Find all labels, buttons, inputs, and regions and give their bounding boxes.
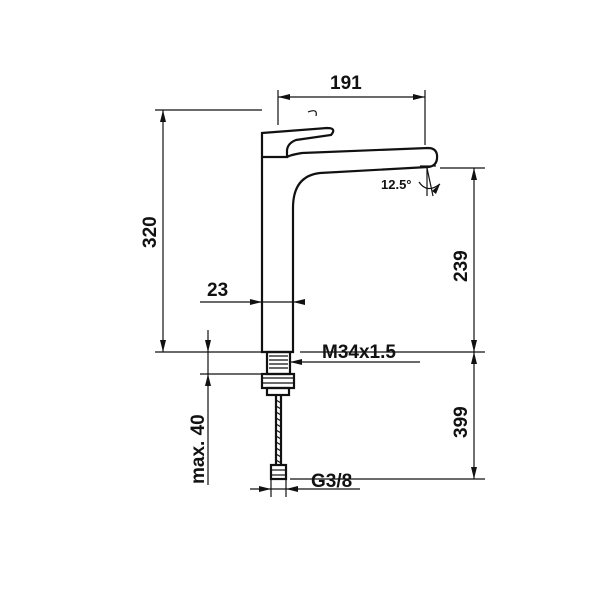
faucet-body (260, 110, 439, 354)
dimension-label-spout-reach: 191 (330, 73, 362, 94)
dimension-total-height (155, 109, 262, 353)
dimension-thread (290, 359, 420, 365)
dimension-spout-height (300, 167, 485, 353)
dimension-label-hose-length: 399 (451, 406, 472, 438)
dimension-hose-length (290, 352, 485, 480)
dimension-deck-thickness (200, 330, 262, 485)
mounting-shank (260, 350, 296, 397)
dimension-label-body-width: 23 (207, 280, 228, 301)
flex-hose (269, 395, 288, 481)
dimension-label-spout-angle: 12.5° (381, 177, 412, 192)
dimension-label-total-height: 320 (140, 216, 161, 248)
dimension-label-spout-height: 239 (451, 250, 472, 282)
dimension-spout-reach (277, 90, 426, 145)
dimension-spout-angle (418, 167, 441, 197)
dimension-connection (250, 479, 360, 497)
dimension-body-width (200, 299, 305, 305)
dimension-label-thread: M34x1.5 (322, 342, 396, 363)
dimension-label-connection: G3/8 (311, 471, 352, 492)
dimension-label-deck-thickness: max. 40 (188, 414, 209, 484)
